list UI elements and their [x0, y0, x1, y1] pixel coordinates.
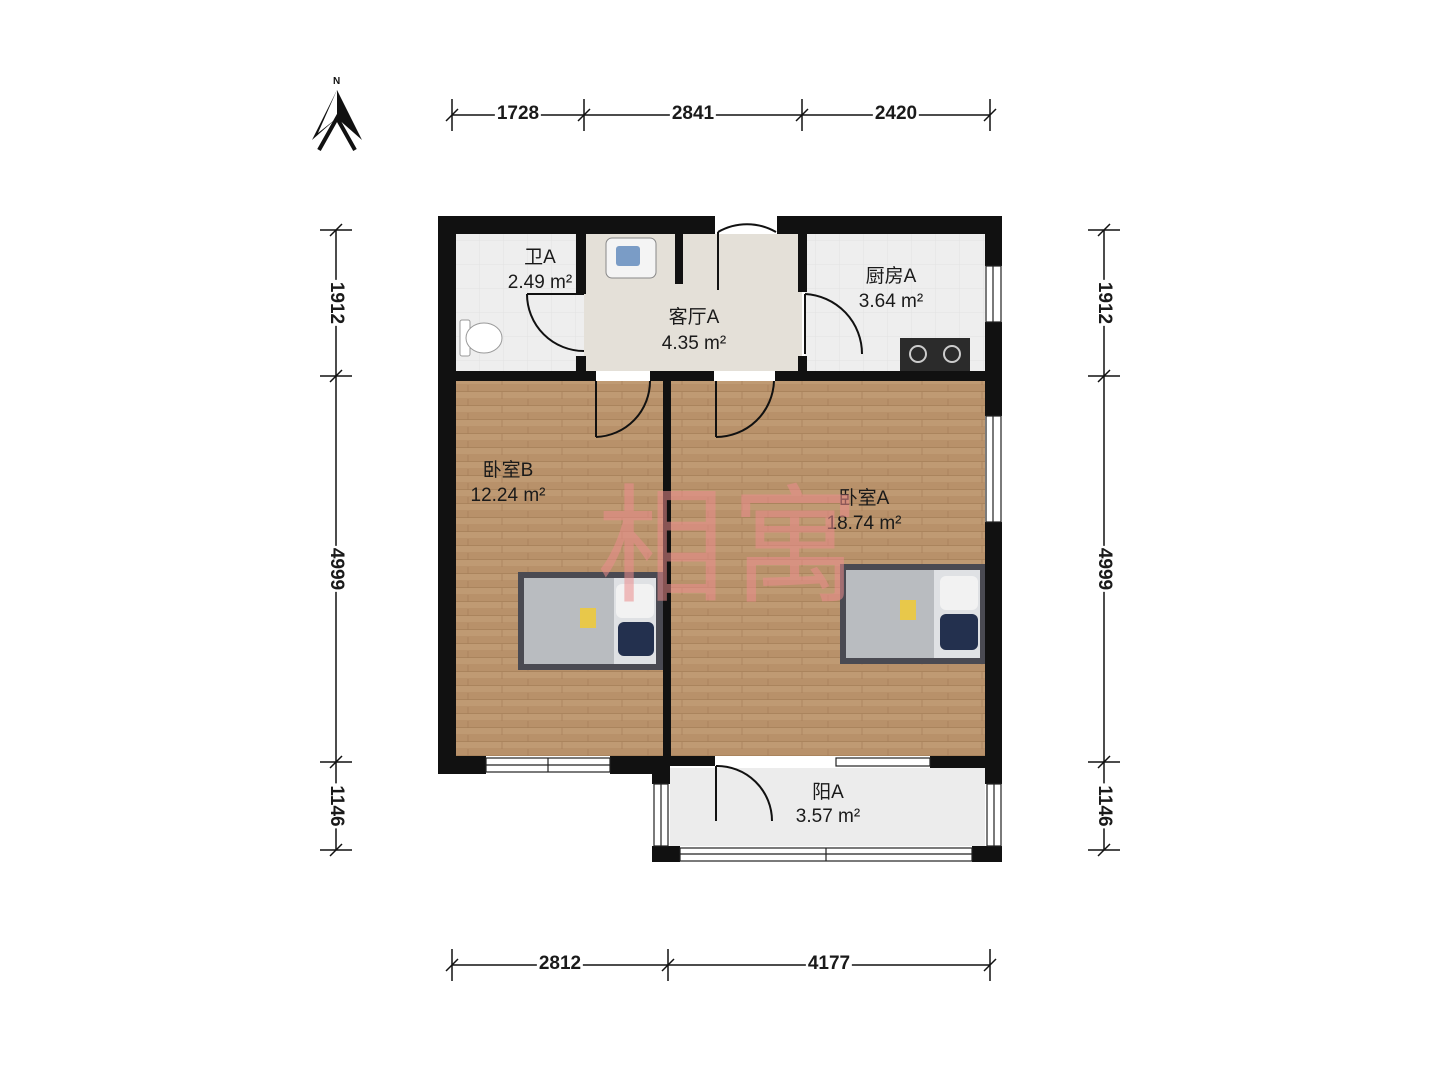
dim-top-2: 2841	[669, 103, 717, 124]
bed-a-icon	[840, 564, 985, 664]
floor-bedroom-b	[456, 381, 663, 756]
dim-top-3: 2420	[872, 103, 920, 124]
doors	[526, 223, 864, 822]
stove-icon	[900, 338, 970, 371]
dim-top-1: 1728	[494, 103, 542, 124]
room-area-bathroom: 2.49 m²	[507, 272, 573, 293]
dim-bottom-1: 2812	[536, 953, 584, 974]
windows	[485, 265, 1002, 862]
walls	[438, 216, 1002, 862]
dim-right-2: 4999	[1094, 545, 1115, 593]
room-name-bedroom-a: 卧室A	[838, 488, 890, 509]
dim-left-2: 4999	[326, 545, 347, 593]
dim-right-1: 1912	[1094, 279, 1115, 327]
room-name-bathroom: 卫A	[524, 247, 556, 268]
toilet-icon	[459, 319, 503, 357]
dim-right-3: 1146	[1094, 783, 1115, 829]
room-name-kitchen: 厨房A	[865, 266, 917, 287]
room-area-balcony: 3.57 m²	[795, 806, 861, 827]
armchair-icon	[605, 237, 657, 279]
room-name-bedroom-b: 卧室B	[482, 460, 534, 481]
dim-left-3: 1146	[326, 783, 347, 829]
room-area-bedroom-a: 18.74 m²	[826, 513, 902, 534]
watermark: 相寓	[597, 473, 866, 622]
floor-balcony	[670, 768, 985, 846]
compass-label: N	[333, 76, 341, 87]
room-name-balcony: 阳A	[812, 782, 844, 803]
dim-bottom-2: 4177	[805, 953, 853, 974]
dim-left-1: 1912	[326, 279, 347, 327]
room-area-living: 4.35 m²	[661, 333, 727, 354]
room-area-kitchen: 3.64 m²	[858, 291, 924, 312]
room-area-bedroom-b: 12.24 m²	[470, 485, 546, 506]
bed-b-icon	[518, 572, 663, 670]
north-arrow-icon	[312, 90, 362, 151]
room-name-living: 客厅A	[668, 307, 720, 328]
